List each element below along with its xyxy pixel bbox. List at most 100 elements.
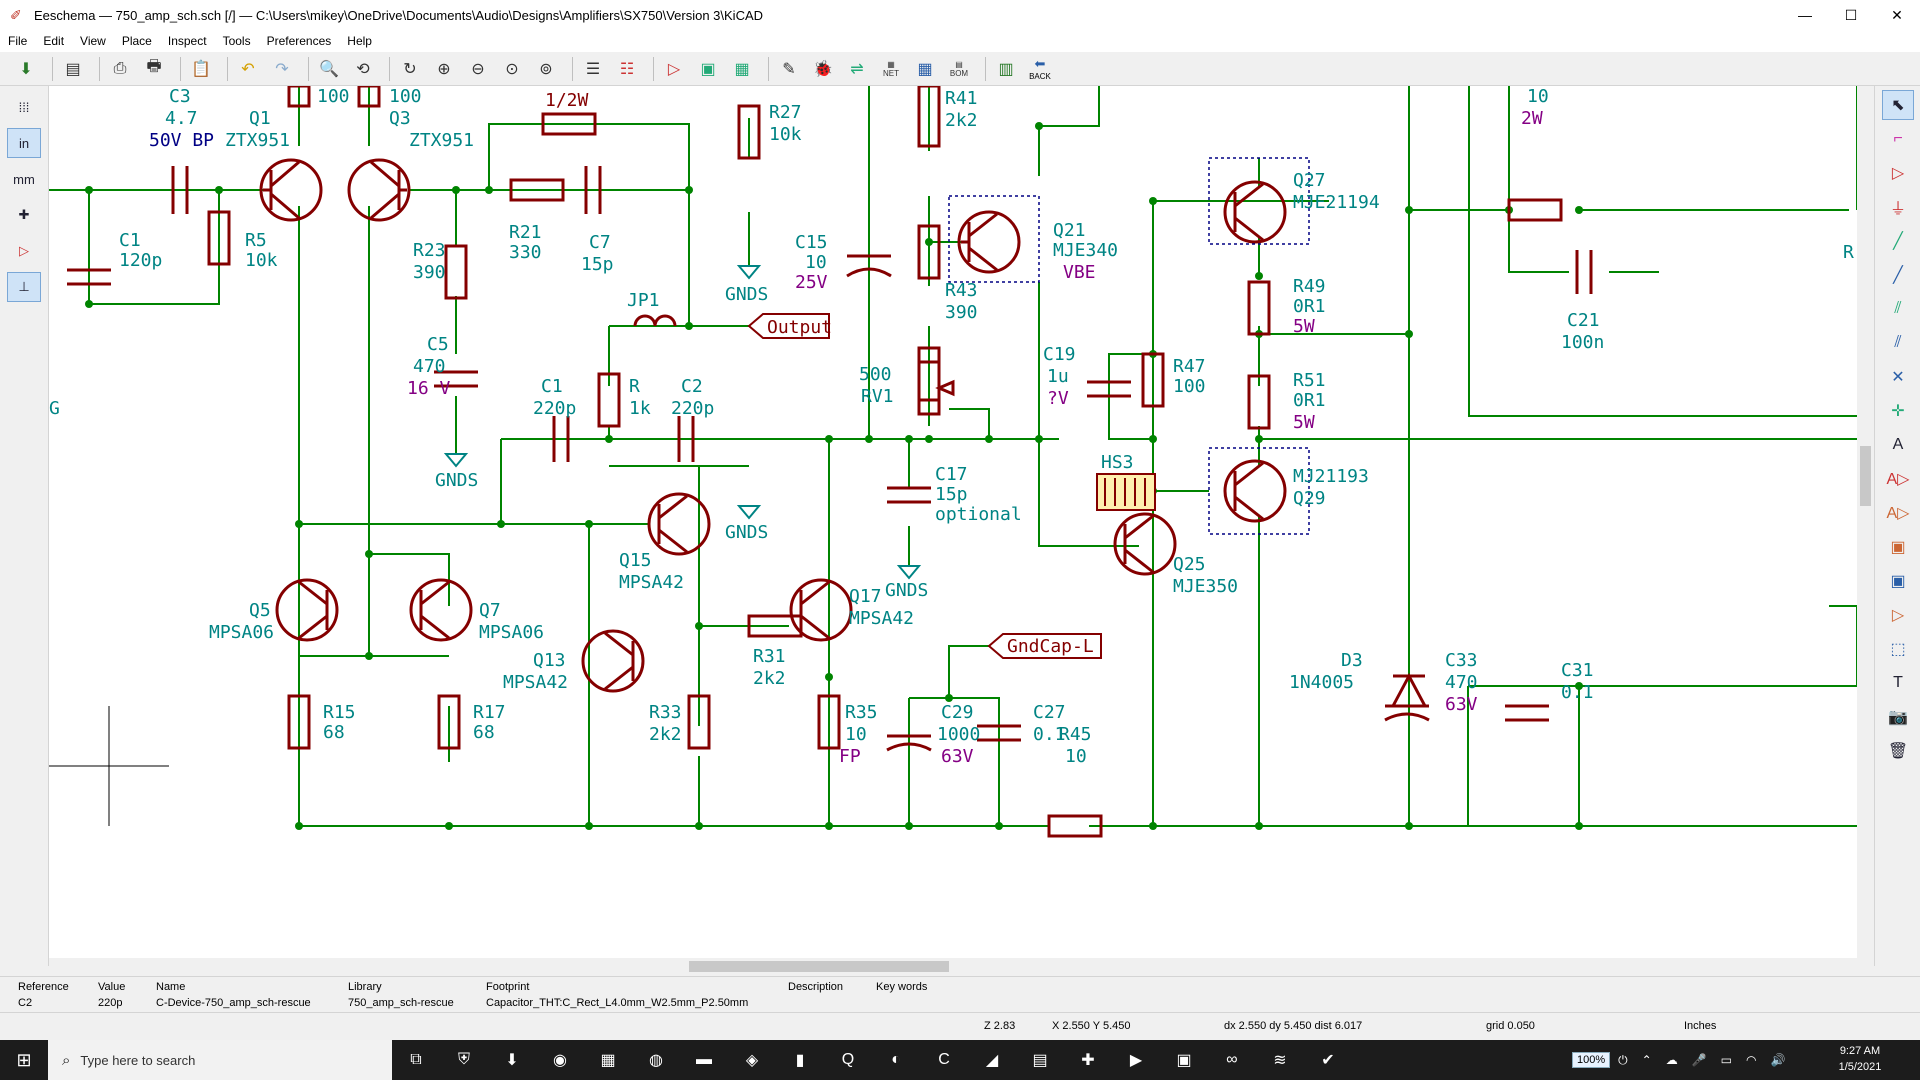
undo-icon[interactable]: ↶ — [241, 60, 255, 78]
close-button[interactable]: ✕ — [1891, 6, 1903, 23]
add-wire-bus-entry-icon[interactable]: ⫽ — [1894, 300, 1902, 317]
shield-app-icon[interactable]: ⛨ — [457, 1051, 470, 1068]
windows-start-icon[interactable]: ⊞ — [16, 1049, 32, 1070]
eeschema-taskbar-icon[interactable]: ▤ — [1032, 1052, 1048, 1069]
red-q-app-icon[interactable]: Q — [841, 1051, 855, 1068]
back-annotate-icon[interactable]: ⬅BACK — [1029, 56, 1051, 81]
firefox-icon[interactable]: ◍ — [649, 1052, 663, 1069]
delete-tool-icon[interactable]: 🗑 — [1887, 743, 1909, 760]
file-explorer-icon[interactable]: ▬ — [696, 1051, 712, 1068]
add-graphic-line-icon[interactable]: ⬚ — [1890, 641, 1906, 658]
add-bus-bus-entry-icon[interactable]: ⫽ — [1894, 334, 1902, 351]
checkmark-app-icon[interactable]: ✔ — [1321, 1052, 1335, 1069]
erc-icon[interactable]: 🐞 — [813, 60, 833, 78]
select-tool-icon[interactable]: ⬉ — [1882, 90, 1914, 120]
import-sheet-pin-icon[interactable]: ▣ — [1890, 573, 1906, 590]
taskbar-clock[interactable]: 9:27 AM 1/5/2021 — [1820, 1043, 1900, 1075]
add-bus-icon[interactable]: ╱ — [1893, 267, 1903, 284]
redo-icon[interactable]: ↷ — [275, 60, 289, 78]
settings-app-icon[interactable]: ✚ — [1081, 1052, 1095, 1069]
assign-footprints-icon[interactable]: ⇌ — [850, 60, 864, 78]
zoom-selection-icon[interactable]: ⊚ — [539, 60, 553, 78]
chevron-up-icon[interactable]: ⌃ — [1641, 1053, 1652, 1067]
add-junction-icon[interactable]: ✛ — [1891, 403, 1905, 420]
cursor-shape-icon[interactable]: ✚ — [18, 207, 30, 222]
horizontal-scrollbar[interactable] — [49, 958, 1857, 975]
add-no-connect-icon[interactable]: ✕ — [1891, 369, 1905, 386]
pcbnew-icon[interactable]: ▥ — [998, 60, 1014, 78]
units-inches-button[interactable]: in — [7, 128, 41, 158]
minimize-button[interactable]: — — [1798, 7, 1812, 23]
plot-icon[interactable]: 🖶 — [146, 58, 162, 75]
volume-icon[interactable]: 🔊 — [1770, 1053, 1786, 1067]
refresh-icon[interactable]: ↻ — [403, 60, 417, 78]
add-sheet-icon[interactable]: ▣ — [1890, 539, 1906, 556]
find-icon[interactable]: 🔍 — [319, 60, 339, 78]
netlist-icon[interactable]: ▦NET — [883, 59, 899, 78]
add-symbol-icon[interactable]: ▷ — [1891, 165, 1905, 182]
menu-view[interactable]: View — [80, 34, 106, 48]
battery-icon[interactable]: ▭ — [1720, 1053, 1732, 1067]
maximize-button[interactable]: ☐ — [1844, 6, 1858, 23]
add-global-label-icon[interactable]: A▷ — [1886, 471, 1910, 488]
vertical-scrollbar[interactable] — [1857, 86, 1874, 958]
arduino-icon[interactable]: ∞ — [1226, 1051, 1238, 1068]
add-wire-icon[interactable]: ╱ — [1893, 233, 1903, 250]
leave-sheet-icon[interactable]: ☷ — [619, 60, 635, 78]
add-label-icon[interactable]: A — [1892, 436, 1904, 453]
orange-app-icon[interactable]: ◐ — [891, 1051, 901, 1068]
hierarchy-navigator-icon[interactable]: ☰ — [585, 60, 601, 78]
zoom-in-icon[interactable]: ⊕ — [437, 60, 451, 78]
zoom-out-icon[interactable]: ⊖ — [471, 60, 485, 78]
schematic-canvas[interactable]: C3 4.7 50V BP Q1 ZTX951 100 100 Q3 ZTX95… — [49, 86, 1857, 958]
symbol-library-browser-icon[interactable]: ▣ — [700, 60, 716, 78]
downloads-app-icon[interactable]: ⬇ — [505, 1052, 519, 1069]
red-c-app-icon[interactable]: C — [938, 1051, 950, 1068]
taskbar-search[interactable]: ⌕ Type here to search — [48, 1040, 392, 1080]
terminal-app-icon[interactable]: ▮ — [795, 1052, 805, 1069]
plug-icon[interactable]: ⏻ — [1618, 1052, 1628, 1067]
menu-inspect[interactable]: Inspect — [167, 34, 207, 48]
add-hier-label-icon[interactable]: A▷ — [1886, 505, 1910, 522]
onepassword-icon[interactable]: ◉ — [553, 1052, 567, 1069]
microphone-icon[interactable]: 🎤 — [1691, 1053, 1707, 1067]
menu-help[interactable]: Help — [347, 34, 372, 48]
battery-badge[interactable]: 100% — [1572, 1052, 1611, 1068]
zoom-fit-icon[interactable]: ⊙ — [505, 60, 519, 78]
menu-edit[interactable]: Edit — [43, 34, 65, 48]
cloud-icon[interactable]: ☁ — [1665, 1053, 1678, 1067]
bom-icon[interactable]: ▤BOM — [949, 59, 969, 78]
rew-icon[interactable]: ≋ — [1273, 1052, 1287, 1069]
symbol-editor-icon[interactable]: ▷ — [667, 60, 681, 78]
menu-tools[interactable]: Tools — [222, 34, 251, 48]
vertical-scroll-thumb[interactable] — [1860, 446, 1871, 506]
hidden-pins-icon[interactable]: ▷ — [19, 243, 29, 258]
annotate-icon[interactable]: ▦ — [734, 60, 750, 78]
units-mm-button[interactable]: mm — [13, 171, 35, 187]
schematic-drawing[interactable]: C3 4.7 50V BP Q1 ZTX951 100 100 Q3 ZTX95… — [49, 86, 1857, 958]
add-sheet-pin-icon[interactable]: ▷ — [1891, 607, 1905, 624]
page-settings-icon[interactable]: ▤ — [65, 60, 81, 78]
wire-angle-icon[interactable]: ⊥ — [7, 272, 41, 302]
print-icon[interactable]: ⎙ — [113, 59, 127, 77]
menu-place[interactable]: Place — [121, 34, 152, 48]
edit-fields-icon[interactable]: ✎ — [782, 60, 796, 78]
paste-icon[interactable]: 📋 — [191, 60, 211, 78]
task-view-icon[interactable]: ⧉ — [410, 1051, 422, 1068]
grid-toggle-icon[interactable]: ⁞⁞⁞ — [18, 99, 30, 115]
menu-preferences[interactable]: Preferences — [266, 34, 332, 48]
monitor-app-icon[interactable]: ▣ — [1176, 1052, 1192, 1069]
highlight-net-icon[interactable]: ⌐ — [1893, 130, 1903, 147]
maps-app-icon[interactable]: ◈ — [745, 1052, 759, 1069]
kicad-icon[interactable]: ◢ — [985, 1052, 999, 1069]
find-replace-icon[interactable]: ⟲ — [356, 60, 370, 78]
wifi-icon[interactable]: ◠ — [1746, 1053, 1757, 1067]
save-icon[interactable]: ⬇ — [19, 60, 33, 78]
add-power-icon[interactable]: ⏚ — [1889, 201, 1906, 218]
add-text-icon[interactable]: T — [1893, 674, 1903, 691]
horizontal-scroll-thumb[interactable] — [689, 961, 949, 972]
table-icon[interactable]: ▦ — [917, 60, 933, 78]
zoom-app-icon[interactable]: ▶ — [1129, 1052, 1143, 1069]
add-image-icon[interactable]: 📷 — [1888, 709, 1908, 726]
menu-file[interactable]: File — [8, 34, 28, 48]
